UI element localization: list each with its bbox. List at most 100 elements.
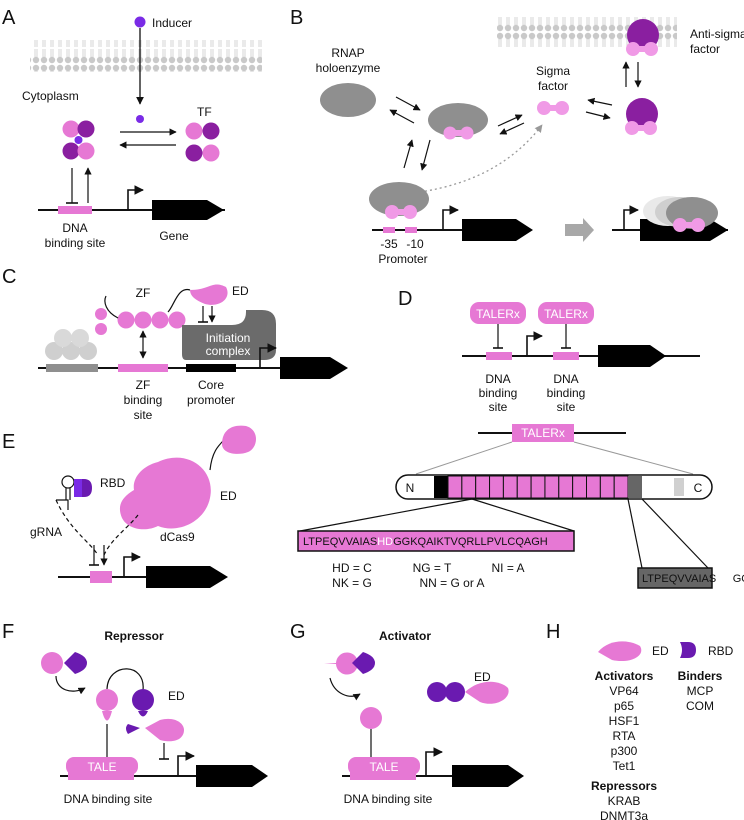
seq-pre: LTPEQVVAIAS [303,536,377,548]
site-b-label-3: site [557,400,576,414]
ed-label-c: ED [232,284,249,298]
inducer-inside [136,115,144,123]
panel-letter-a: A [2,7,16,29]
transcription-arrow [565,218,594,242]
dna-binding-site-f [68,772,134,780]
half-repeat [628,476,642,498]
nucleosomes [45,329,97,360]
promoter-arrow-e [123,552,141,577]
n-terminal-block [434,476,448,498]
arrow-b1 [395,96,421,111]
activators-item: Tet1 [613,759,636,773]
repressor-title: Repressor [104,629,164,643]
grna-label: gRNA [30,525,62,539]
rbd-label-e: RBD [100,476,126,490]
tale-repeat-unit [489,475,504,499]
rnap-label-1: RNAP [331,46,364,60]
minus10-label: -10 [406,237,424,251]
panel-c: C ZF ED Initiation complex [2,266,348,422]
anti-sigma-label-2: factor [690,42,720,56]
tale-repeat-unit [572,475,588,499]
cell-membrane [30,40,262,72]
core-label-1: Core [198,378,224,392]
ed-linker-c [167,288,191,313]
minus35-box [383,227,395,233]
ed-legend-label: ED [652,644,669,658]
inducer-molecule [134,16,146,28]
tale-repeat-unit [447,475,463,499]
zf-label: ZF [136,286,151,300]
c-terminus: C [694,481,703,495]
tale-block-g [348,757,420,775]
half-zoom-right [641,498,709,569]
initiation-label-2: complex [206,344,251,358]
repeat-zoom-right [471,498,575,532]
gene-block-e [146,566,228,588]
code-ng: NG = T [413,561,452,575]
ed-label-g: ED [474,670,491,684]
initiation-complex [182,310,276,360]
core-promoter [186,364,236,372]
seq2-post: GG [733,573,744,585]
dna-binding-site-g [350,772,416,780]
sigma-label-1: Sigma [536,64,570,78]
promoter-arrow-b [442,205,459,230]
repressors-item: KRAB [608,794,641,808]
arrow-b6 [585,111,611,120]
taler-protein-a [470,302,526,324]
minus10-box [405,227,417,233]
c-terminal-block [674,478,684,496]
gene-block-b [462,219,533,241]
promoter-arrow-d [526,331,543,356]
panel-a: A Inducer Cytoplasm TF DNA [2,7,262,250]
inducer-label: Inducer [152,16,192,30]
half-repeat-sequence: LTPEQVVAIASNGGG [642,573,744,585]
grna-dashed-strand [55,499,99,556]
repeat-zoom-left [299,498,473,532]
zf-finger-b [95,323,107,335]
activators-item: RTA [613,729,636,743]
repressors-item: DNMT3a [600,809,648,820]
zf-site-label-3: site [134,408,153,422]
arrow-b10 [403,139,414,169]
n-terminus: N [406,481,415,495]
rbd-ed-fusion-f [126,689,154,734]
dna-site-label-2: binding site [45,236,106,250]
tale-repeat-unit [516,475,532,499]
sigma-release-dotted-arrow [419,124,543,193]
rbd-half-free-g [352,652,375,674]
panel-e: E RBD gRNA ED dCas9 [2,425,256,588]
tale-label-f: TALE [87,760,116,774]
tf-dimer-free [185,122,220,162]
dna-site-label-f: DNA binding site [64,792,153,806]
promoter-arrow-a [127,185,144,210]
seq2-rvd: NG [716,573,733,585]
code-hd: HD = C [332,561,372,575]
tale-repeat-unit [475,475,491,499]
taler-bar [512,424,574,442]
panel-letter-b: B [290,7,303,29]
zf-site-label-2: binding [124,393,163,407]
promoter-arrow-c [259,343,277,368]
repeat-sequence-box [297,530,575,552]
zf-binding-site [118,364,168,372]
ed-label-e: ED [220,489,237,503]
tale-repeat-unit [530,475,546,499]
panel-letter-g: G [290,621,306,643]
arrow-b5 [587,97,613,106]
tale-label-g: TALE [369,760,398,774]
tale-repeat-unit [599,475,615,499]
sigma-on-dna [385,205,417,219]
site-a-label-3: site [489,400,508,414]
ed-label-f: ED [168,689,185,703]
gene-block-f [196,765,268,787]
sigma-factor [537,101,569,115]
ed-legend-shape [598,641,642,662]
anti-sigma-label-1: Anti-sigma [690,27,744,41]
grna-loop [61,475,75,489]
arrow-b2 [389,109,415,124]
zf-array [117,311,186,329]
anti-sigma-membrane-bound [626,19,659,56]
